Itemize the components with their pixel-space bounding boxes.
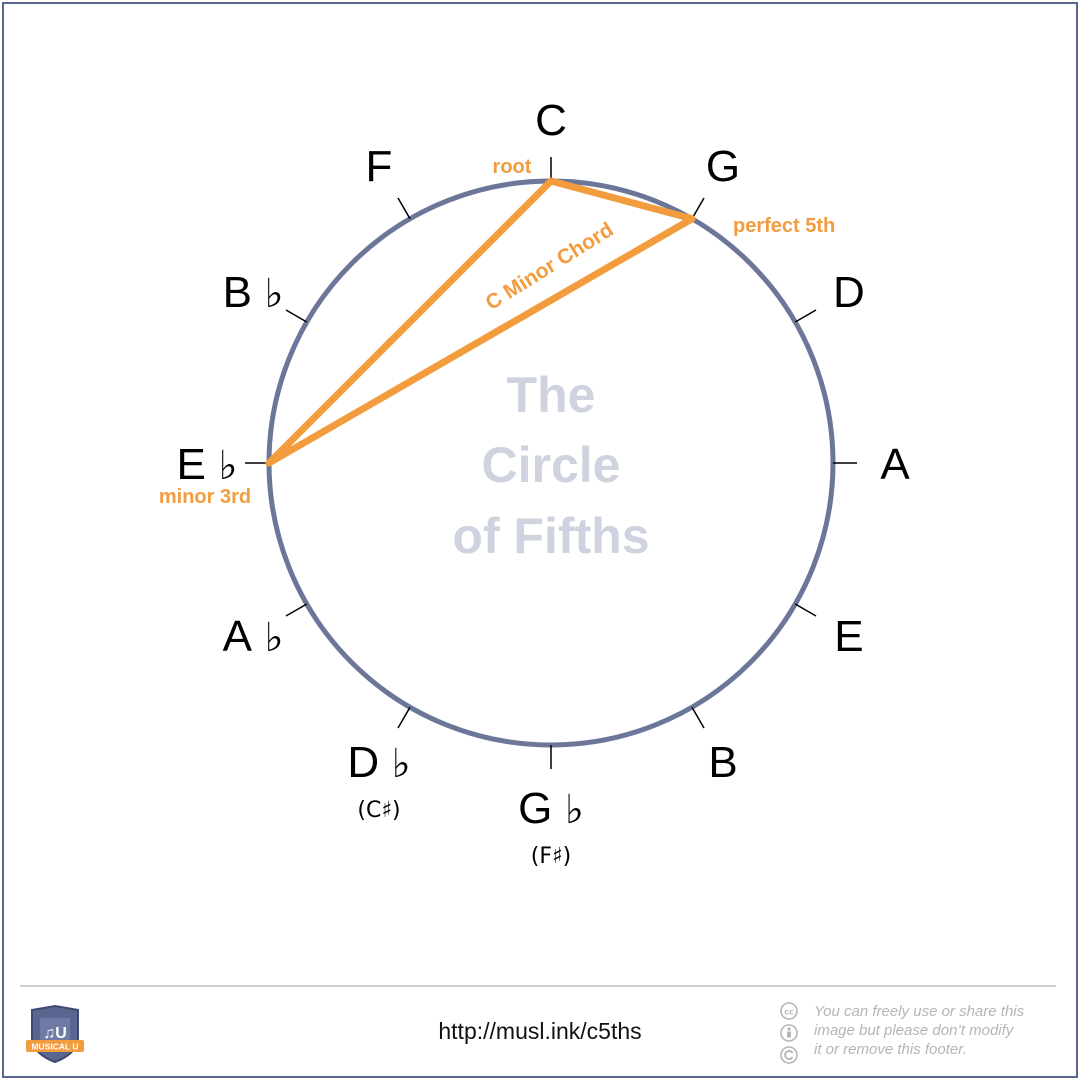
- note-ticks: [245, 157, 857, 769]
- note-label: F: [366, 142, 393, 191]
- note-label: E ♭: [177, 440, 238, 489]
- note-label: C: [535, 96, 567, 145]
- note-label: G ♭ (F♯): [518, 784, 584, 869]
- by-icon: [780, 1024, 798, 1042]
- title-line-3: of Fifths: [452, 508, 649, 564]
- note-accidental: ♭: [379, 741, 411, 787]
- note-tick: [794, 309, 817, 323]
- title-line-1: The: [507, 367, 596, 423]
- cc-icon: cc: [780, 1002, 798, 1020]
- note-name: E: [834, 612, 863, 661]
- title-line-2: Circle: [482, 437, 621, 493]
- note-name: B ♭: [223, 268, 284, 317]
- note-letter: A: [223, 612, 253, 661]
- license-notice: cc You can freely use or share this imag…: [778, 1002, 1068, 1066]
- note-name: A ♭: [223, 612, 284, 661]
- note-tick: [691, 706, 705, 729]
- note-tick: [794, 603, 817, 617]
- perfect-5th-label: perfect 5th: [733, 215, 835, 237]
- license-icons: cc: [780, 1002, 798, 1064]
- circle-of-fifths-diagram: The Circle of Fifths C G D A E B G ♭ (F♯) D ♭ (C♯…: [159, 96, 911, 869]
- note-letter: A: [880, 440, 910, 489]
- note-accidental: ♭: [206, 443, 238, 489]
- note-letter: G: [706, 142, 740, 191]
- note-letter: D: [833, 268, 865, 317]
- note-label: E: [834, 612, 863, 661]
- note-letter: E: [834, 612, 863, 661]
- note-name: B: [708, 738, 737, 787]
- note-tick: [691, 197, 705, 220]
- musical-u-logo: ♫U MUSICAL U: [26, 1004, 84, 1064]
- note-name: C: [535, 96, 567, 145]
- note-accidental: ♭: [252, 271, 284, 317]
- note-name: G: [706, 142, 740, 191]
- note-letter: F: [366, 142, 393, 191]
- note-tick: [285, 309, 308, 323]
- note-enharmonic: (F♯): [531, 844, 571, 869]
- note-label: A ♭: [223, 612, 284, 661]
- note-tick: [285, 603, 308, 617]
- svg-text:♫U: ♫U: [43, 1025, 67, 1042]
- note-letter: D: [347, 738, 379, 787]
- license-line: image but please don’t modify: [814, 1022, 1014, 1039]
- note-label: D ♭ (C♯): [347, 738, 410, 823]
- note-name: D ♭: [347, 738, 410, 787]
- license-line: it or remove this footer.: [814, 1041, 967, 1058]
- c-minor-chord-triangle: [265, 177, 696, 467]
- minor-3rd-label: minor 3rd: [159, 486, 251, 508]
- note-label: G: [706, 142, 740, 191]
- diagram-title: The Circle of Fifths: [452, 367, 649, 564]
- note-name: E ♭: [177, 440, 238, 489]
- note-label: B ♭: [223, 268, 284, 317]
- note-label: D: [833, 268, 865, 317]
- note-name: A: [880, 440, 910, 489]
- note-accidental: ♭: [252, 615, 284, 661]
- note-accidental: ♭: [552, 787, 584, 833]
- note-name: D: [833, 268, 865, 317]
- note-enharmonic: (C♯): [357, 798, 400, 823]
- note-label: A: [880, 440, 910, 489]
- sa-icon: [780, 1046, 798, 1064]
- note-name: F: [366, 142, 393, 191]
- note-tick: [397, 706, 411, 729]
- footer-url-link[interactable]: http://musl.ink/c5ths: [438, 1018, 642, 1044]
- note-letter: B: [223, 268, 252, 317]
- license-line: You can freely use or share this: [814, 1003, 1025, 1020]
- note-label: B: [708, 738, 737, 787]
- note-name: G ♭: [518, 784, 584, 833]
- note-letter: G: [518, 784, 552, 833]
- footer-divider: [20, 985, 1056, 987]
- license-text: You can freely use or share this image b…: [814, 1002, 1064, 1059]
- svg-text:MUSICAL U: MUSICAL U: [31, 1042, 78, 1052]
- note-letter: C: [535, 96, 567, 145]
- svg-text:cc: cc: [784, 1008, 794, 1017]
- note-tick: [397, 197, 411, 220]
- root-label: root: [493, 156, 532, 178]
- note-letter: B: [708, 738, 737, 787]
- note-letter: E: [177, 440, 206, 489]
